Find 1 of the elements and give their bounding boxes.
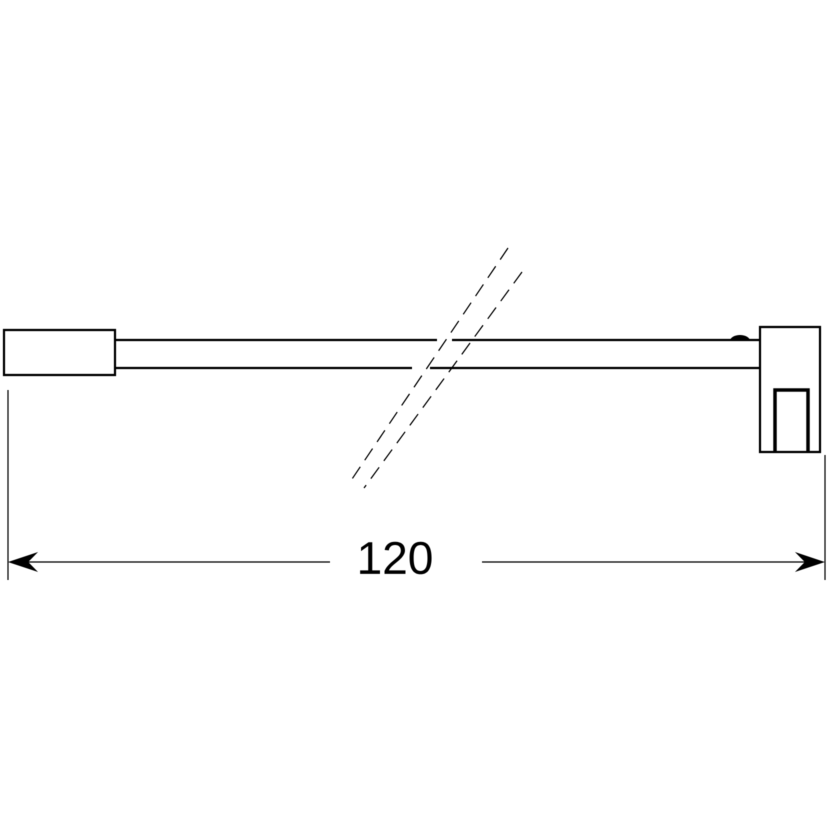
dimension-label: 120 (360, 542, 432, 574)
